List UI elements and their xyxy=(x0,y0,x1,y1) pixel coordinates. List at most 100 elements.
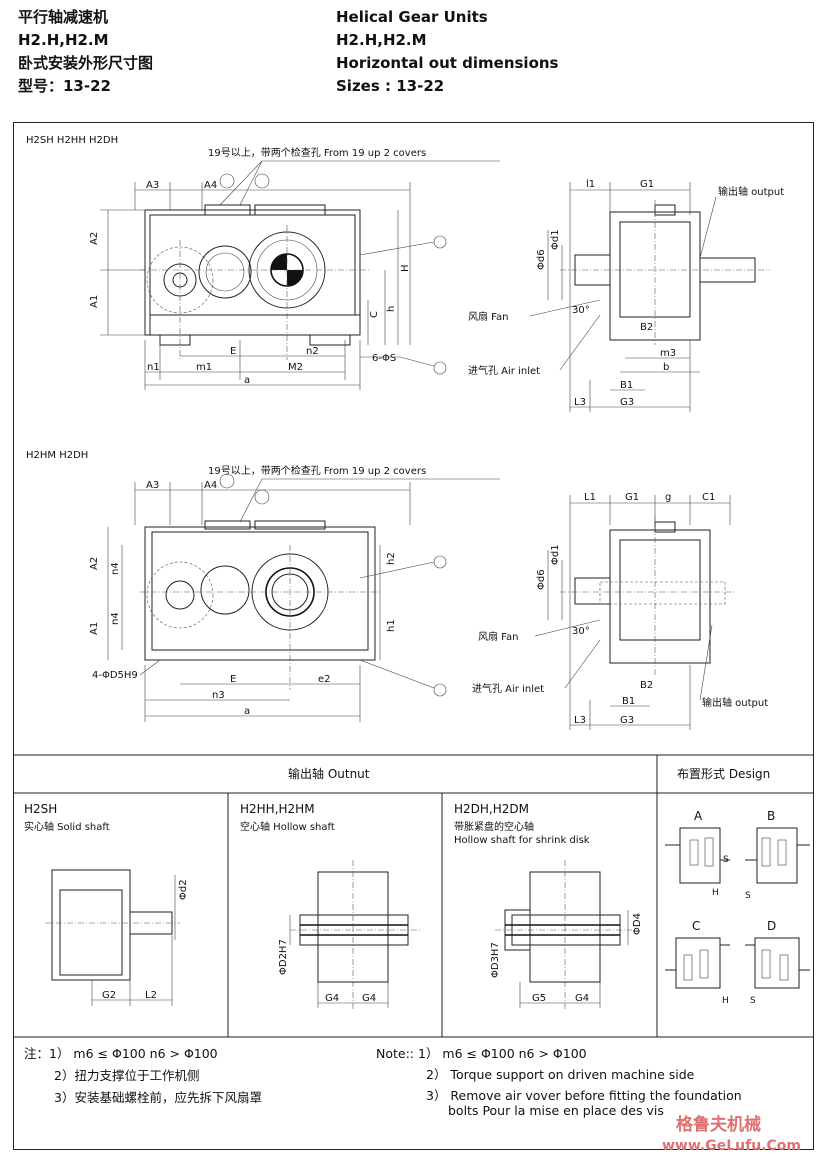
dim-g1: G1 xyxy=(640,179,654,190)
dim-30deg: 30° xyxy=(572,305,590,316)
dim-h-upper: H xyxy=(400,264,411,272)
view1-fan-label: 风扇 Fan xyxy=(468,310,508,323)
design-c-mark-h: H xyxy=(722,996,729,1006)
col2-dim-g4-right: G4 xyxy=(362,993,376,1004)
dim-m1: m1 xyxy=(196,362,212,373)
view1-air-label: 进气孔 Air inlet xyxy=(468,364,540,377)
watermark-url: www.GeLufu.Com xyxy=(662,1138,801,1154)
v2-dim-e: E xyxy=(230,674,236,685)
dim-n2: n2 xyxy=(306,346,319,357)
v2-dim-d1: Φd1 xyxy=(550,544,561,565)
dim-d1: Φd1 xyxy=(550,229,561,250)
col1-dim-l2: L2 xyxy=(145,990,157,1001)
notes-en: Note:: 1） m6 ≤ Φ100 n6 > Φ100 2） Torque … xyxy=(376,1043,742,1118)
design-d: S xyxy=(745,937,810,1006)
v2-dim-30deg: 30° xyxy=(572,626,590,637)
v2-dim-n4-lower: n4 xyxy=(110,612,121,625)
col3-dim-d4: ΦD4 xyxy=(632,913,643,935)
header-right-line-3: Horizontal out dimensions xyxy=(336,54,559,72)
col1-dim-d2: Φd2 xyxy=(178,879,189,900)
col3-dim-g4: G4 xyxy=(575,993,589,1004)
note-en-4: bolts Pour la mise en place des vis xyxy=(448,1103,664,1118)
v2-dim-g3: G3 xyxy=(620,715,634,726)
dim-h-lower: h xyxy=(386,306,397,312)
col2-dim-g4-left: G4 xyxy=(325,993,339,1004)
v2-air-label: 进气孔 Air inlet xyxy=(472,682,544,695)
dim-b2: B2 xyxy=(640,322,653,333)
view2-cover-note: 19号以上，带两个检查孔 From 19 up 2 covers xyxy=(208,464,426,477)
dim-a: a xyxy=(244,375,250,386)
header-right-line-4: Sizes : 13-22 xyxy=(336,77,445,95)
v2-dim-a1: A1 xyxy=(89,622,100,635)
v2-dim-c1: C1 xyxy=(702,492,715,503)
header-left-line-1: 平行轴减速机 xyxy=(18,8,109,26)
view1-cover-note: 19号以上，带两个检查孔 From 19 up 2 covers xyxy=(208,146,426,159)
v2-dim-b2: B2 xyxy=(640,680,653,691)
v2-dim-a3: A3 xyxy=(146,480,159,491)
dim-l3: L3 xyxy=(574,397,586,408)
v2-dim-g: g xyxy=(665,492,671,503)
col3-dim-d3: ΦD3H7 xyxy=(490,942,501,978)
design-a: S H xyxy=(665,827,730,898)
design-d-label: D xyxy=(767,919,776,933)
v2-dim-4d5: 4-ΦD5H9 xyxy=(92,670,138,681)
v2-dim-n3: n3 xyxy=(212,690,225,701)
v2-inspection-cover-icon xyxy=(219,473,235,489)
header-left-line-3: 卧式安装外形尺寸图 xyxy=(18,54,154,72)
design-b: S xyxy=(745,827,810,901)
note-cn-3: 3）安装基础螺栓前，应先拆下风扇罩 xyxy=(54,1090,262,1105)
col1-dim-g2: G2 xyxy=(102,990,116,1001)
dim-a4: A4 xyxy=(204,180,217,191)
col2-code: H2HH,H2HM xyxy=(240,802,315,816)
v2-inspection-cover-icon-2 xyxy=(254,489,270,505)
design-a-mark-h: H xyxy=(712,888,719,898)
dim-6s: 6-ΦS xyxy=(372,353,396,364)
v2-oil-level-icon xyxy=(433,555,447,569)
dim-m2: M2 xyxy=(288,362,303,373)
drain-plug-icon xyxy=(433,361,447,375)
dim-b: b xyxy=(663,362,669,373)
dim-c: C xyxy=(369,311,380,318)
v2-dim-a4: A4 xyxy=(204,480,217,491)
dim-m3: m3 xyxy=(660,348,676,359)
note-en-1: Note:: 1） m6 ≤ Φ100 n6 > Φ100 xyxy=(376,1046,587,1061)
inspection-cover-icon-2 xyxy=(254,173,270,189)
header-right: Helical Gear Units H2.H,H2.M Horizontal … xyxy=(336,6,559,98)
notes-cn: 注：1） m6 ≤ Φ100 n6 > Φ100 2）扭力支撑位于工作机侧 3）… xyxy=(24,1043,262,1109)
dim-l1: l1 xyxy=(586,179,595,190)
dim-a2: A2 xyxy=(89,232,100,245)
design-b-label: B xyxy=(767,809,775,823)
header-left: 平行轴减速机 H2.H,H2.M 卧式安装外形尺寸图 型号：13-22 xyxy=(18,6,153,98)
col3-code: H2DH,H2DM xyxy=(454,802,529,816)
v2-dim-a: a xyxy=(244,706,250,717)
v2-dim-h1: h1 xyxy=(386,619,397,632)
col1-code: H2SH xyxy=(24,802,57,816)
v2-dim-e2: e2 xyxy=(318,674,331,685)
col3-dim-g5: G5 xyxy=(532,993,546,1004)
design-d-mark-s: S xyxy=(750,996,756,1006)
v2-dim-d6: Φd6 xyxy=(536,569,547,590)
dim-a3: A3 xyxy=(146,180,159,191)
col3-desc-en: Hollow shaft for shrink disk xyxy=(454,835,590,846)
v2-fan-label: 风扇 Fan xyxy=(478,630,518,643)
col2-dim-d2: ΦD2H7 xyxy=(278,939,289,975)
dim-g3: G3 xyxy=(620,397,634,408)
header-left-line-2: H2.H,H2.M xyxy=(18,31,109,49)
note-en-3: 3） Remove air vover before fitting the f… xyxy=(426,1088,742,1103)
table-design-header: 布置形式 Design xyxy=(677,767,770,781)
view1-output-label: 输出轴 output xyxy=(718,185,784,198)
v2-dim-l3: L3 xyxy=(574,715,586,726)
view1-title: H2SH H2HH H2DH xyxy=(26,135,118,146)
col2-desc: 空心轴 Hollow shaft xyxy=(240,820,335,833)
v2-dim-h2: h2 xyxy=(386,552,397,565)
dim-n1: n1 xyxy=(147,362,160,373)
note-cn-2: 2）扭力支撑位于工作机侧 xyxy=(54,1068,200,1083)
v2-dim-g1: G1 xyxy=(625,492,639,503)
v2-dim-l1: L1 xyxy=(584,492,596,503)
v2-dim-n4-upper: n4 xyxy=(110,562,121,575)
oil-level-icon xyxy=(433,235,447,249)
col3-desc: 带胀紧盘的空心轴 xyxy=(454,820,534,833)
design-a-label: A xyxy=(694,809,703,823)
drawing-sheet xyxy=(13,122,814,1150)
